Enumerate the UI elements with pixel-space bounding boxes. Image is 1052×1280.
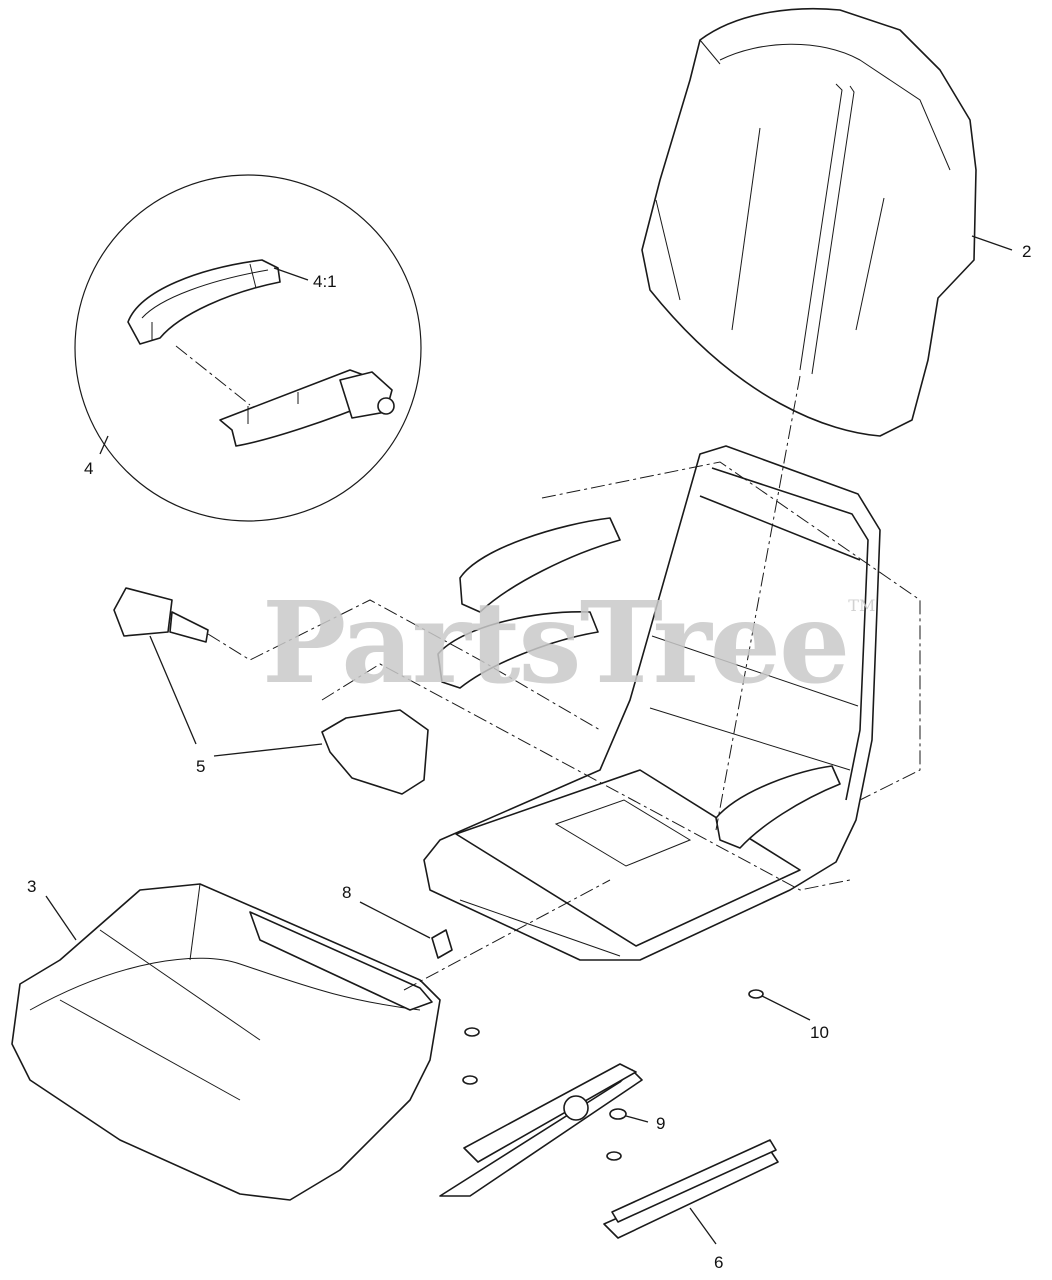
seat-switch-part: [113, 587, 429, 795]
leader-4-1: [273, 267, 309, 281]
watermark-text: PartsTree: [262, 578, 850, 709]
armrest-bracket-detail: [219, 369, 395, 447]
seat-back-cushion: [641, 7, 977, 437]
callout-10: 10: [810, 1023, 829, 1042]
callout-8: 8: [342, 883, 352, 902]
dash-line-switch: [207, 599, 601, 731]
watermark-trademark: TM: [848, 596, 876, 615]
leader-8: [359, 901, 431, 939]
leader-5: [149, 635, 197, 745]
leader-3: [45, 895, 77, 941]
armrest-left: [437, 517, 621, 689]
callout-6: 6: [714, 1253, 724, 1272]
slide-rail-left: [439, 1063, 643, 1197]
washers: [462, 989, 764, 1161]
detail-circle: [74, 174, 422, 522]
dash-line-switch-2: [321, 663, 851, 891]
armrest-pad-detail: [127, 259, 281, 345]
leader-4: [99, 435, 109, 455]
callout-9: 9: [656, 1114, 666, 1133]
watermark: PartsTreeTM: [262, 578, 875, 709]
leader-9: [625, 1115, 649, 1123]
callout-3: 3: [27, 877, 37, 896]
callout-5: 5: [196, 757, 206, 776]
seat-frame: [423, 445, 881, 961]
leader-5b: [213, 743, 323, 757]
armrest-right: [715, 765, 841, 849]
leader-6: [689, 1207, 717, 1245]
seat-bottom-cushion: [11, 883, 441, 1201]
dash-line-cushion: [403, 879, 611, 991]
callout-4: 4: [84, 459, 94, 478]
callout-4-1: 4:1: [313, 272, 337, 291]
dash-line-back: [715, 375, 801, 831]
leader-10: [761, 995, 811, 1021]
callout-2: 2: [1022, 242, 1032, 261]
leader-2: [971, 235, 1013, 251]
seat-bolt-8: [431, 929, 453, 959]
slide-rail-right: [603, 1139, 779, 1239]
detail-dash-line: [175, 345, 251, 406]
